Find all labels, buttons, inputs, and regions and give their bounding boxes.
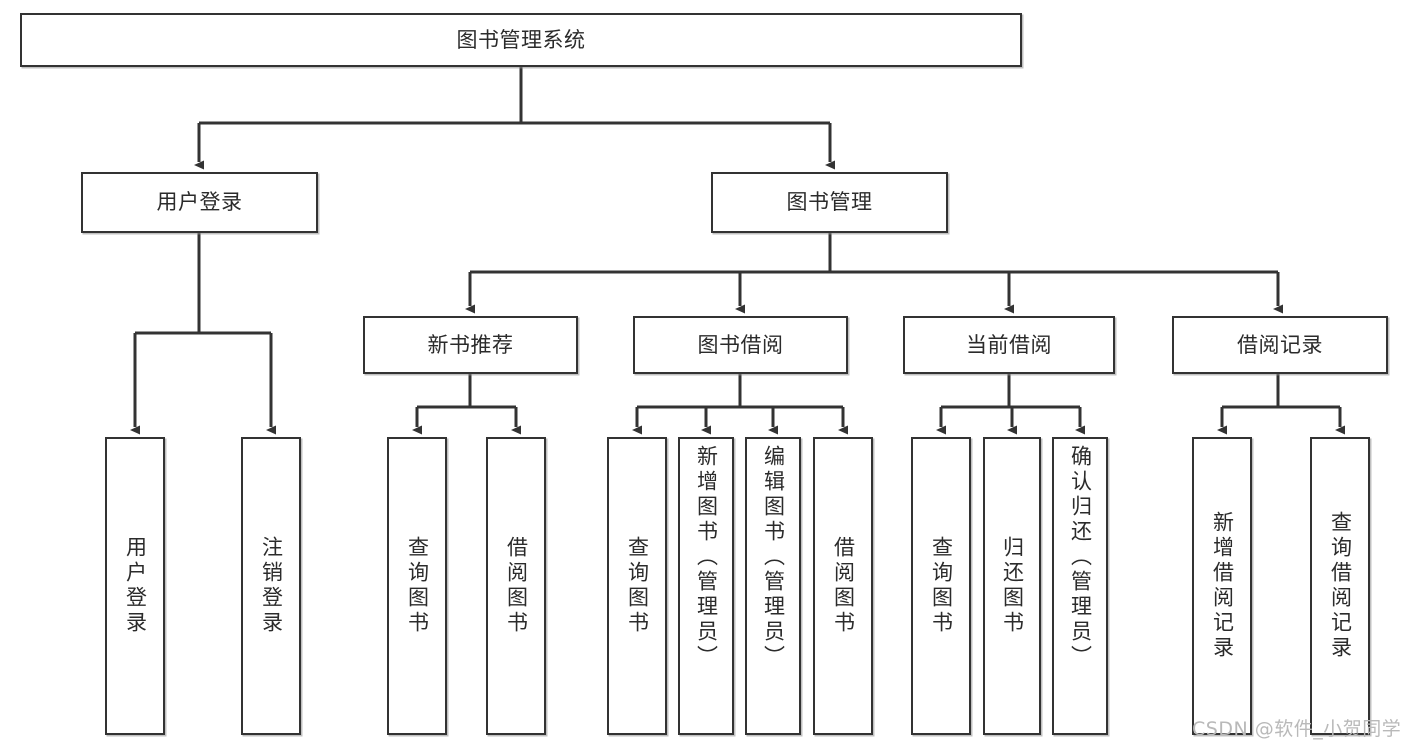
leaf-node: 查询图书 (607, 437, 667, 735)
level1-node: 用户登录 (81, 172, 318, 233)
level2-node: 借阅记录 (1172, 316, 1388, 374)
leaf-label: 查询图书 (625, 536, 650, 636)
leaf-label: 借阅图书 (831, 536, 856, 636)
root-label: 图书管理系统 (456, 27, 586, 52)
leaf-label: 新增图书（管理员） (694, 445, 719, 670)
level2-label: 图书借阅 (697, 332, 784, 357)
level2-label: 当前借阅 (966, 332, 1052, 357)
level2-node: 当前借阅 (903, 316, 1115, 374)
leaf-label: 归还图书 (1000, 536, 1025, 636)
level2-label: 借阅记录 (1237, 332, 1323, 357)
leaf-node: 新增借阅记录 (1192, 437, 1252, 735)
leaf-label: 新增借阅记录 (1210, 511, 1235, 661)
leaf-node: 用户登录 (105, 437, 165, 735)
leaf-node: 查询图书 (911, 437, 971, 735)
level1-node: 图书管理 (711, 172, 948, 233)
csdn-watermark: CSDN @软件_小贺同学 (1192, 718, 1402, 740)
leaf-label: 用户登录 (123, 536, 148, 636)
level2-node: 图书借阅 (633, 316, 848, 374)
root-node: 图书管理系统 (20, 13, 1022, 67)
level1-label: 用户登录 (156, 190, 243, 215)
leaf-label: 查询借阅记录 (1328, 511, 1353, 661)
leaf-label: 查询图书 (405, 536, 430, 636)
leaf-node: 归还图书 (983, 437, 1041, 735)
leaf-node: 借阅图书 (486, 437, 546, 735)
leaf-label: 编辑图书（管理员） (761, 445, 786, 670)
leaf-node: 查询图书 (387, 437, 447, 735)
leaf-node: 编辑图书（管理员） (745, 437, 801, 735)
level2-node: 新书推荐 (363, 316, 578, 374)
leaf-node: 注销登录 (241, 437, 301, 735)
leaf-label: 查询图书 (929, 536, 954, 636)
leaf-label: 确认归还（管理员） (1068, 445, 1093, 670)
leaf-label: 注销登录 (259, 536, 284, 636)
level2-label: 新书推荐 (427, 332, 514, 357)
leaf-node: 借阅图书 (813, 437, 873, 735)
leaf-node: 查询借阅记录 (1310, 437, 1370, 735)
leaf-label: 借阅图书 (504, 536, 529, 636)
leaf-node: 确认归还（管理员） (1052, 437, 1108, 735)
level1-label: 图书管理 (786, 190, 873, 215)
leaf-node: 新增图书（管理员） (678, 437, 734, 735)
